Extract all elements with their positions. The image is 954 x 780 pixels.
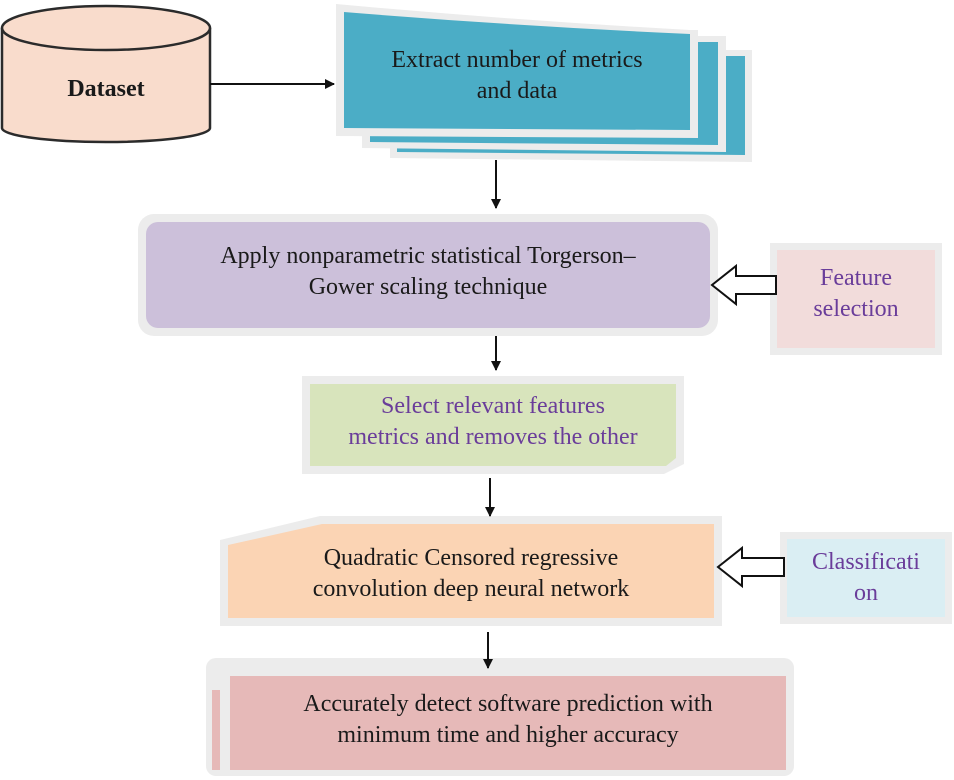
dataset-label: Dataset (2, 58, 210, 120)
classification-label: Classificati on (787, 542, 945, 614)
dataset-cylinder (0, 4, 212, 144)
feature-selection-box (770, 243, 942, 355)
classification-label-line-1: Classificati (812, 549, 920, 575)
extract-multidocument (336, 4, 752, 162)
feature-selection-label: Feature selection (777, 258, 935, 330)
qcrcdnn-label-line-2: convolution deep neural network (312, 576, 630, 602)
qcrcdnn-label: Quadratic Censored regressive convolutio… (228, 538, 714, 610)
extract-label: Extract number of metrics and data (344, 40, 690, 112)
select-features-label: Select relevant features metrics and rem… (310, 386, 676, 458)
torgerson-label-line-2: Gower scaling technique (308, 274, 548, 300)
classification-box (780, 532, 952, 624)
feature-selection-label-line-2: selection (813, 296, 899, 322)
detect-label-line-2: minimum time and higher accuracy (337, 722, 679, 748)
classification-label-line-2: on (853, 580, 878, 606)
dataset-label-line-1: Dataset (67, 75, 145, 102)
qcrcdnn-label-line-1: Quadratic Censored regressive (323, 545, 619, 571)
detect-box (206, 658, 794, 776)
block-arrow-feature-selection (710, 263, 777, 307)
torgerson-label-line-1: Apply nonparametric statistical Torgerso… (220, 243, 636, 269)
extract-label-line-2: and data (476, 78, 558, 104)
torgerson-label: Apply nonparametric statistical Torgerso… (146, 236, 710, 308)
detect-label: Accurately detect software prediction wi… (230, 684, 786, 756)
feature-selection-label-line-1: Feature (820, 265, 892, 291)
torgerson-box (138, 214, 718, 336)
block-arrow-classification (716, 545, 785, 589)
qcrcdnn-box (220, 516, 722, 626)
extract-label-line-1: Extract number of metrics (391, 47, 643, 73)
select-features-box (302, 376, 684, 474)
select-features-label-line-2: metrics and removes the other (348, 424, 638, 450)
detect-label-line-1: Accurately detect software prediction wi… (303, 691, 713, 717)
select-features-label-line-1: Select relevant features (381, 393, 605, 419)
